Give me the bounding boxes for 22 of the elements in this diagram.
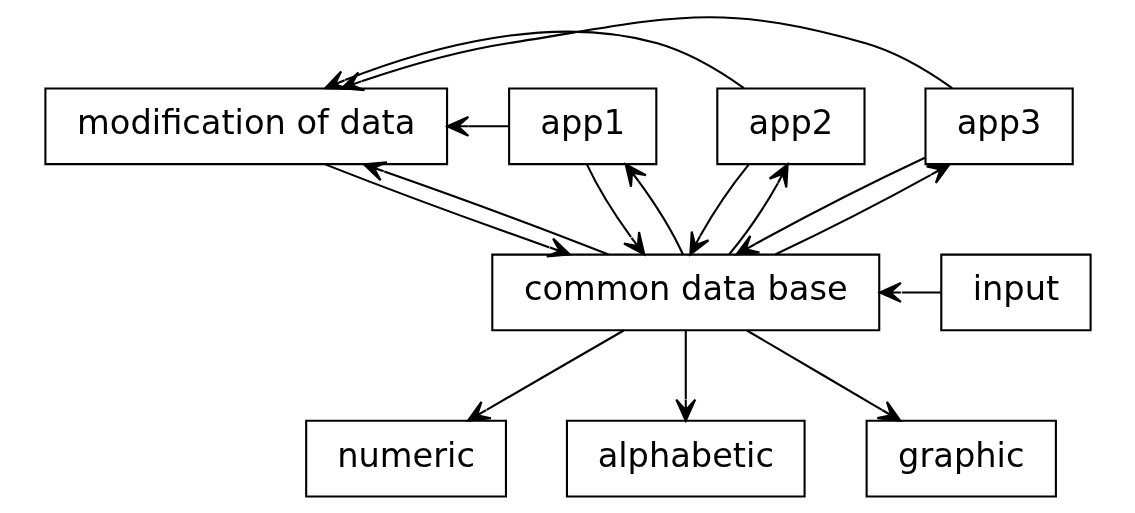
node-box: alphabetic <box>565 419 806 498</box>
arrow <box>674 330 696 422</box>
node-box: app1 <box>507 87 657 166</box>
arrow <box>735 156 925 256</box>
node-box: numeric <box>304 419 507 498</box>
arrow <box>339 16 953 92</box>
arrow <box>878 281 941 303</box>
arrow <box>362 161 609 256</box>
node-box: input <box>939 253 1092 332</box>
arrow <box>774 163 951 256</box>
arrow <box>324 163 571 258</box>
arrow <box>688 163 750 256</box>
node-box: graphic <box>865 419 1057 498</box>
node-box: app2 <box>715 87 866 166</box>
arrow <box>727 163 789 256</box>
node-box: common data base <box>490 253 880 332</box>
arrow <box>466 329 624 422</box>
node-box: modification of data <box>43 87 448 166</box>
arrow <box>585 163 645 256</box>
node-box: app3 <box>923 87 1074 166</box>
arrow <box>745 329 901 422</box>
arrow <box>445 115 509 137</box>
